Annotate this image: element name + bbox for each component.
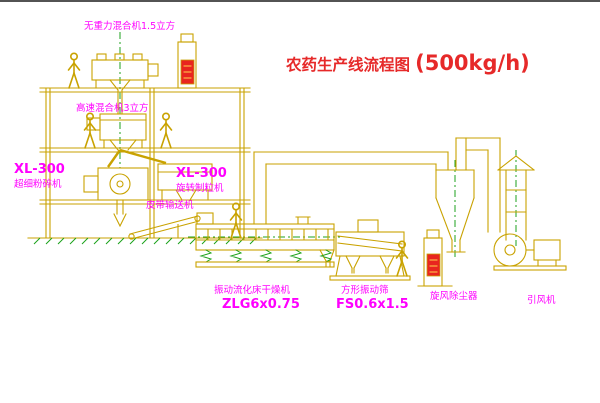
belt-conveyor-machine — [128, 215, 201, 240]
cyclone-machine — [435, 137, 501, 253]
label-screen: 方形振动筛 — [341, 284, 389, 296]
structure-frame — [27, 87, 263, 239]
label-dryer-model: ZLG6x0.75 — [222, 297, 300, 312]
diagram-title-capacity: (500kg/h) — [415, 51, 530, 75]
label-belt-conveyor: 皮带输送机 — [146, 199, 194, 211]
label-pulverizer: 超细粉碎机 — [14, 178, 62, 190]
label-granulator-model: XL-300 — [176, 166, 227, 181]
label-granulator: 旋转制粒机 — [176, 182, 224, 194]
exhaust-duct — [253, 151, 449, 225]
label-fan: 引风机 — [527, 294, 556, 306]
label-dryer: 振动流化床干燥机 — [214, 284, 291, 296]
worker-icon — [395, 240, 409, 277]
bucket-elevator-top — [177, 33, 197, 89]
diagram-title: 农药生产线流程图 (500kg/h) — [285, 51, 530, 75]
label-pulverizer-model: XL-300 — [14, 162, 65, 177]
vibrating-screen-machine — [329, 219, 411, 281]
exhaust-stack — [497, 155, 535, 241]
gravity-mixer — [91, 53, 159, 115]
label-screen-model: FS0.6x1.5 — [336, 297, 409, 312]
diagram-title-text: 农药生产线流程图 — [285, 55, 410, 74]
induced-draft-fan-machine — [493, 233, 567, 271]
granulator-machine — [157, 163, 213, 201]
label-cyclone: 旋风除尘器 — [430, 290, 478, 302]
high-speed-mixer — [86, 113, 147, 151]
pulverizer-machine — [83, 167, 149, 227]
bucket-elevator-bottom — [417, 229, 453, 287]
centerlines — [119, 32, 517, 258]
worker-icon — [67, 52, 81, 89]
worker-icon — [159, 112, 173, 149]
label-high-speed-mixer: 高速混合机3立方 — [76, 102, 149, 114]
y-branch-pipes — [107, 148, 167, 168]
ground-hatch — [33, 237, 257, 245]
fluid-bed-dryer-machine — [195, 212, 335, 268]
label-gravity-mixer: 无重力混合机1.5立方 — [84, 20, 175, 32]
